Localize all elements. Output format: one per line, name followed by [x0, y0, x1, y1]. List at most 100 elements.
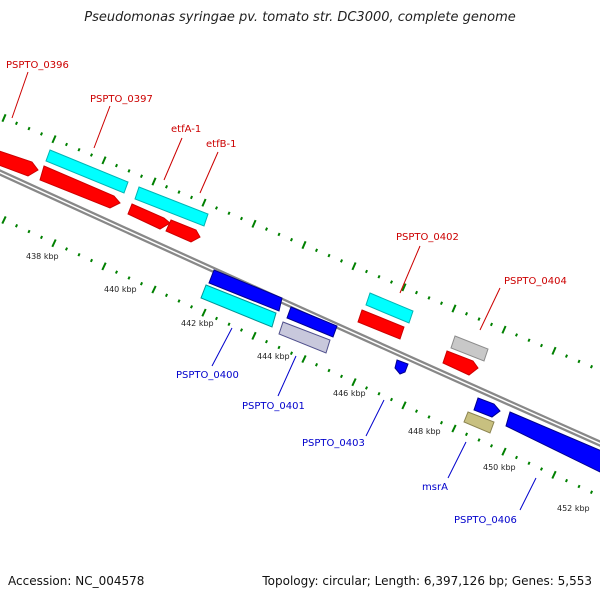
gene-pspto-0406-blue[interactable]	[505, 411, 600, 473]
bottom-track-minor-tick	[214, 316, 219, 321]
bottom-track-minor-tick	[289, 351, 294, 355]
top-track-major-tick	[501, 325, 507, 334]
top-track-minor-tick	[577, 359, 581, 364]
top-track-major-tick	[301, 240, 307, 250]
gene-pspto-0402-cyan[interactable]	[365, 292, 414, 324]
top-track-minor-tick	[64, 142, 69, 147]
leader-pspto-0396	[11, 71, 29, 119]
top-track-minor-tick	[189, 195, 194, 200]
gene-red-1[interactable]	[0, 150, 39, 177]
gene-pspto-0401-blue[interactable]	[286, 306, 338, 338]
bottom-track-minor-tick	[114, 270, 119, 274]
top-track-minor-tick	[514, 333, 519, 337]
gene-pspto-0403-blue[interactable]	[394, 359, 409, 375]
leader-pspto-0403	[365, 399, 385, 437]
bottom-track-minor-tick	[589, 490, 594, 494]
bottom-track-major-tick	[351, 378, 357, 387]
top-track-minor-tick	[539, 343, 544, 348]
gene-label-pspto-0400[interactable]: PSPTO_0400	[176, 370, 239, 381]
gene-pspto-0400-cyan[interactable]	[200, 284, 277, 328]
top-track-minor-tick	[527, 338, 531, 343]
leader-pspto-0404	[479, 287, 501, 331]
gene-etfb-red[interactable]	[165, 219, 201, 243]
gene-label-pspto-0401[interactable]: PSPTO_0401	[242, 401, 305, 412]
top-track-minor-tick	[339, 259, 344, 263]
top-track-minor-tick	[14, 121, 19, 126]
bottom-track-minor-tick	[489, 444, 494, 448]
top-track-minor-tick	[414, 290, 419, 295]
top-track-major-tick	[201, 198, 207, 207]
gene-msra-blue[interactable]	[473, 397, 501, 418]
gene-pspto-0402-red[interactable]	[357, 309, 405, 340]
tick-label-452: 452 kbp	[557, 504, 590, 513]
gene-etfa-cyan[interactable]	[134, 186, 209, 227]
top-track-major-tick	[451, 304, 457, 313]
bottom-track-major-tick	[101, 262, 107, 271]
top-track-major-tick	[401, 283, 407, 292]
bottom-track-minor-tick	[389, 397, 394, 402]
bottom-track-minor-tick	[339, 374, 344, 379]
genes-layer	[0, 149, 600, 473]
gene-pspto-0404-red[interactable]	[442, 350, 479, 376]
bottom-track-minor-tick	[14, 224, 19, 228]
top-track-minor-tick	[214, 206, 219, 210]
gene-pspto-0397-red[interactable]	[39, 165, 121, 209]
gene-pspto-0397-cyan[interactable]	[45, 149, 129, 194]
gene-label-etfa-1[interactable]: etfA-1	[171, 124, 201, 135]
gene-pspto-0404-gray[interactable]	[450, 335, 489, 362]
top-track-minor-tick	[164, 185, 169, 189]
bottom-track-minor-tick	[264, 339, 269, 344]
gene-label-etfb-1[interactable]: etfB-1	[206, 139, 236, 150]
gene-label-pspto-0396[interactable]: PSPTO_0396	[6, 60, 69, 71]
top-track-minor-tick	[364, 269, 369, 274]
leader-etfa-1	[163, 137, 183, 181]
top-track-minor-tick	[139, 174, 144, 178]
top-track-major-tick	[1, 113, 7, 123]
bottom-track-major-tick	[501, 447, 507, 456]
bottom-track-major-tick	[301, 354, 307, 364]
leader-pspto-0400	[211, 327, 233, 367]
gene-msra-olive[interactable]	[463, 411, 495, 434]
gene-label-pspto-0403[interactable]: PSPTO_0403	[302, 438, 365, 449]
bottom-track-minor-tick	[464, 432, 469, 437]
top-track-minor-tick	[489, 322, 494, 327]
top-track-major-tick	[351, 262, 357, 271]
bottom-track-minor-tick	[427, 415, 431, 419]
gene-label-pspto-0404[interactable]: PSPTO_0404	[504, 276, 567, 287]
gene-etfa-red[interactable]	[127, 203, 171, 230]
top-track-major-tick	[551, 346, 557, 355]
leader-pspto-0397	[93, 105, 111, 149]
gene-pspto-0400-blue[interactable]	[208, 269, 283, 312]
gene-label-pspto-0402[interactable]: PSPTO_0402	[396, 232, 459, 243]
bottom-track-minor-tick	[139, 281, 144, 286]
leader-pspto-0402	[399, 245, 421, 294]
top-track-major-tick	[151, 177, 157, 186]
tick-label-442: 442 kbp	[181, 319, 214, 328]
bottom-track-minor-tick	[64, 247, 69, 251]
bottom-track-minor-tick	[477, 438, 481, 442]
map-title: Pseudomonas syringae pv. tomato str. DC3…	[84, 10, 516, 25]
accession-text: Accession: NC_004578	[8, 574, 145, 588]
gene-label-msra[interactable]: msrA	[422, 482, 448, 493]
leader-pspto-0406	[519, 477, 537, 511]
bottom-track-minor-tick	[377, 391, 381, 396]
leader-msra	[447, 441, 467, 479]
bottom-track-minor-tick	[577, 484, 581, 489]
tick-label-444: 444 kbp	[257, 352, 290, 361]
leader-lines	[11, 71, 537, 511]
bottom-track-major-tick	[401, 401, 407, 410]
gene-label-pspto-0406[interactable]: PSPTO_0406	[454, 515, 517, 526]
top-track-minor-tick	[589, 364, 594, 369]
top-track-major-tick	[251, 219, 257, 228]
bottom-track-minor-tick	[227, 322, 231, 327]
bottom-track-minor-tick	[77, 252, 81, 257]
top-track-major-tick	[51, 135, 57, 144]
bottom-track-minor-tick	[27, 229, 31, 234]
bottom-track-minor-tick	[164, 293, 169, 298]
gene-labels: PSPTO_0396 PSPTO_0397 etfA-1 etfB-1 PSPT…	[6, 60, 567, 526]
gene-label-pspto-0397[interactable]: PSPTO_0397	[90, 94, 153, 105]
bottom-track-minor-tick	[564, 478, 569, 483]
bottom-track-minor-tick	[414, 409, 419, 413]
top-track-minor-tick	[427, 296, 431, 300]
gene-pspto-0401-gray[interactable]	[278, 321, 331, 354]
